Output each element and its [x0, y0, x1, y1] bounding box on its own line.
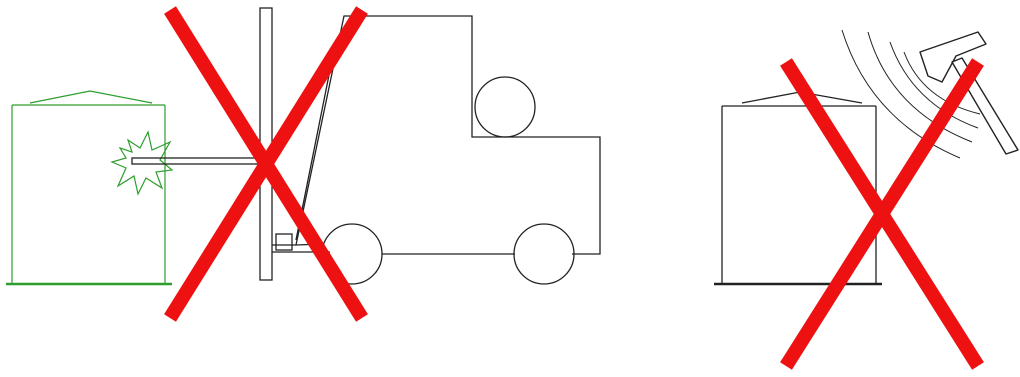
puncture-burst-icon [112, 132, 172, 194]
forklift-body [272, 16, 600, 254]
panel-hammer-strike [714, 30, 1018, 366]
forklift-carriage-block [276, 234, 292, 250]
damaged-drum-icon [6, 91, 172, 284]
forklift-mast [260, 8, 272, 280]
drum-lid [30, 91, 152, 103]
forklift-fork-tine [132, 158, 262, 164]
forklift-rear-top-wheel [475, 77, 535, 137]
panel-forklift-puncture [6, 8, 600, 318]
prohibition-cross-icon [786, 62, 978, 366]
hammer-handle [952, 58, 1018, 154]
forklift-rear-wheel [514, 224, 574, 284]
